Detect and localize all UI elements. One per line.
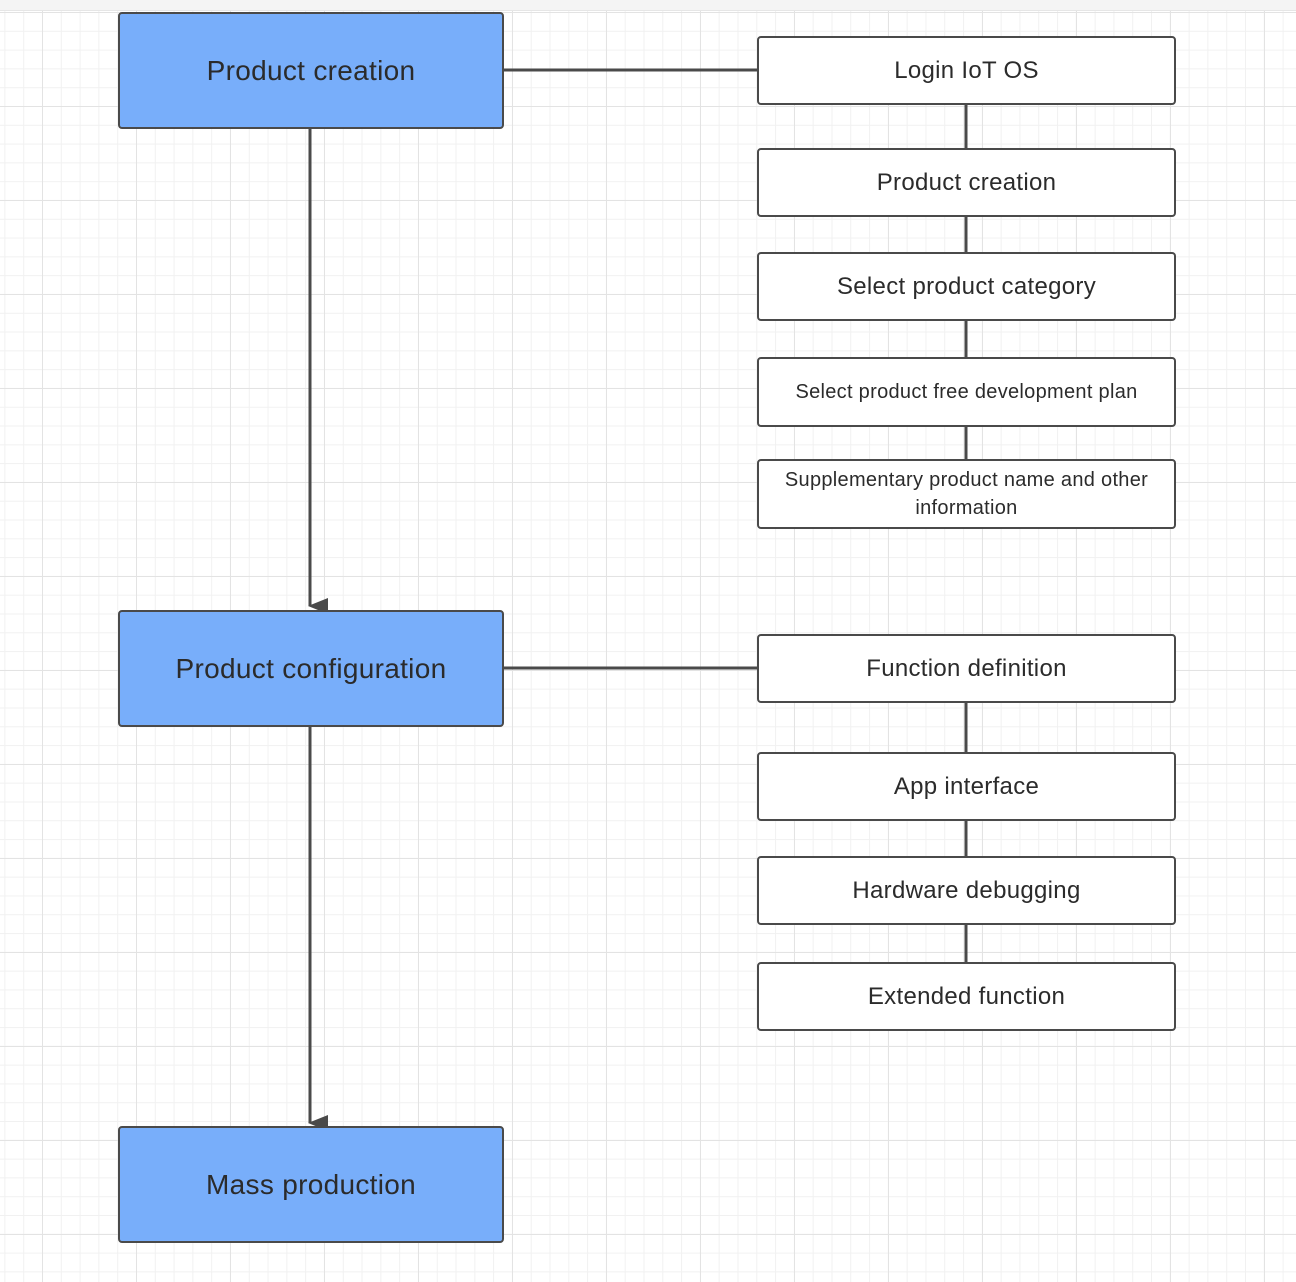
step-supplementary-information[interactable]: Supplementary product name and other inf… xyxy=(757,459,1176,529)
step-label: Function definition xyxy=(866,654,1067,682)
stage-label: Mass production xyxy=(206,1168,416,1200)
step-product-creation[interactable]: Product creation xyxy=(757,148,1176,217)
stage-label: Product creation xyxy=(206,54,416,86)
step-label: App interface xyxy=(893,772,1040,800)
step-label: Product creation xyxy=(876,168,1057,196)
step-select-product-category[interactable]: Select product category xyxy=(757,252,1176,321)
stage-product-creation[interactable]: Product creation xyxy=(118,12,504,129)
step-select-development-plan[interactable]: Select product free development plan xyxy=(757,357,1176,427)
step-label: Select product category xyxy=(836,272,1097,300)
stage-label: Product configuration xyxy=(175,652,447,684)
stage-mass-production[interactable]: Mass production xyxy=(118,1126,504,1243)
step-hardware-debugging[interactable]: Hardware debugging xyxy=(757,856,1176,925)
step-function-definition[interactable]: Function definition xyxy=(757,634,1176,703)
stage-product-configuration[interactable]: Product configuration xyxy=(118,610,504,727)
step-extended-function[interactable]: Extended function xyxy=(757,962,1176,1031)
canvas-top-strip xyxy=(0,0,1296,11)
step-app-interface[interactable]: App interface xyxy=(757,752,1176,821)
step-label: Supplementary product name and other inf… xyxy=(784,469,1149,519)
step-label: Select product free development plan xyxy=(795,381,1138,403)
step-label: Hardware debugging xyxy=(852,876,1081,904)
step-login-iot-os[interactable]: Login IoT OS xyxy=(757,36,1176,105)
step-label: Extended function xyxy=(867,982,1066,1010)
step-label: Login IoT OS xyxy=(894,56,1039,84)
